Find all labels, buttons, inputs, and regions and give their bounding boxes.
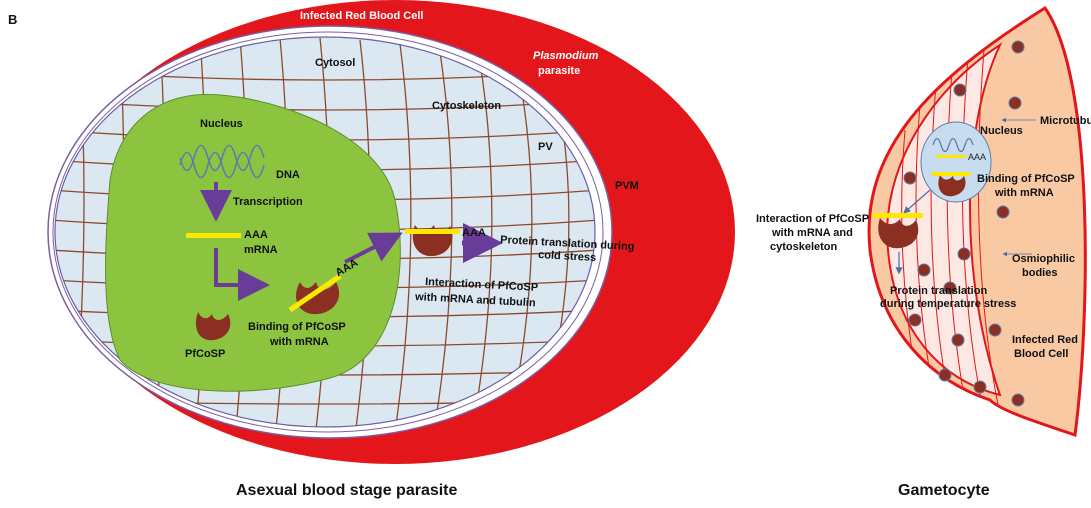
- gametocyte-rbc-label-2: Blood Cell: [1014, 348, 1068, 360]
- nucleus-label: Nucleus: [200, 118, 243, 130]
- gametocyte-nucleus-label: Nucleus: [980, 125, 1023, 137]
- pv-label: PV: [538, 141, 553, 153]
- gametocyte-interaction-label-3: cytoskeleton: [770, 241, 838, 253]
- gametocyte-mrna-2: [932, 172, 970, 176]
- gametocyte-mrna-3: [873, 213, 923, 218]
- gametocyte-rbc-label-1: Infected Red: [1012, 334, 1078, 346]
- binding-label-2: with mRNA: [269, 336, 329, 348]
- gametocyte-diagram: Microtubules Nucleus AAA Binding of PfCo…: [756, 8, 1091, 499]
- plasmodium-label: Plasmodium: [533, 50, 599, 62]
- mrna-strand-3: [405, 229, 460, 234]
- asexual-title: Asexual blood stage parasite: [236, 482, 458, 499]
- dna-label: DNA: [276, 169, 300, 181]
- transcription-label: Transcription: [233, 196, 303, 208]
- panel-label: B: [8, 12, 17, 27]
- gametocyte-aaa-label: AAA: [968, 152, 986, 162]
- rbc-label: Infected Red Blood Cell: [300, 10, 423, 22]
- asexual-stage-diagram: Infected Red Blood Cell Plasmodium paras…: [48, 0, 735, 499]
- gametocyte-binding-label-2: with mRNA: [994, 187, 1054, 199]
- gametocyte-title: Gametocyte: [898, 482, 990, 499]
- mrna-label: mRNA: [244, 244, 278, 256]
- gametocyte-mrna-1: [936, 155, 966, 158]
- gametocyte-interaction-label-2: with mRNA and: [771, 227, 853, 239]
- gametocyte-translation-label-1: Protein translation: [890, 285, 987, 297]
- pfcosp-label: PfCoSP: [185, 348, 225, 360]
- binding-label-1: Binding of PfCoSP: [248, 321, 346, 333]
- microtubules-label: Microtubules: [1040, 115, 1091, 127]
- gametocyte-translation-label-2: during temperature stress: [880, 298, 1016, 310]
- gametocyte-interaction-label-1: Interaction of PfCoSP: [756, 213, 869, 225]
- osmiophilic-label-1: Osmiophilic: [1012, 253, 1075, 265]
- gametocyte-binding-label-1: Binding of PfCoSP: [977, 173, 1075, 185]
- cytosol-label: Cytosol: [315, 57, 355, 69]
- mrna-strand-1: [186, 233, 241, 238]
- parasite-label: parasite: [538, 65, 580, 77]
- osmiophilic-label-2: bodies: [1022, 267, 1057, 279]
- aaa-label-1: AAA: [244, 229, 268, 241]
- aaa-label-3: AAA: [462, 227, 486, 239]
- cytoskeleton-label: Cytoskeleton: [432, 100, 501, 112]
- pvm-label: PVM: [615, 180, 639, 192]
